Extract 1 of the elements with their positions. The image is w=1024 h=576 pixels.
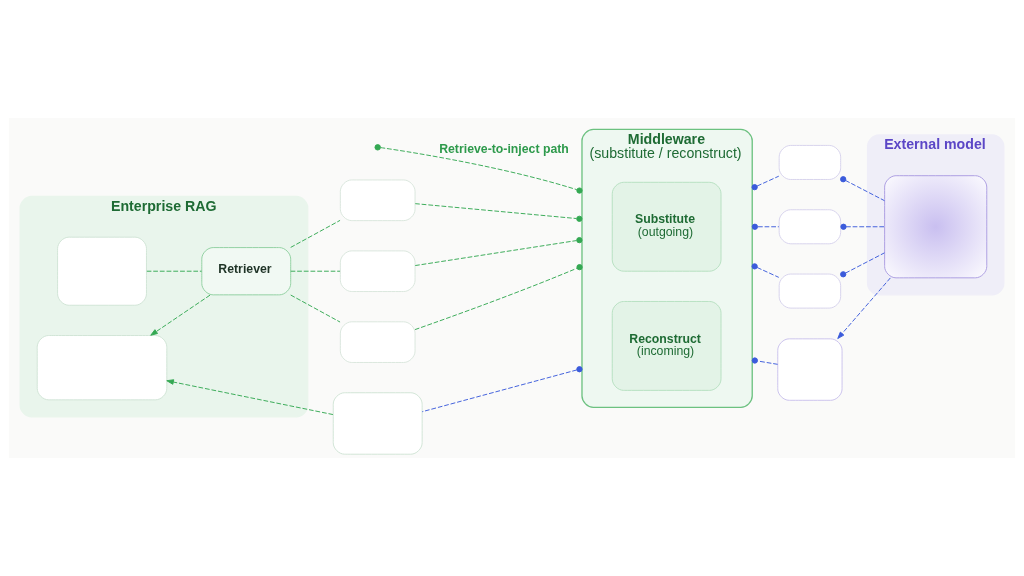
edge-label: Retrieve-to-inject path xyxy=(439,142,569,157)
